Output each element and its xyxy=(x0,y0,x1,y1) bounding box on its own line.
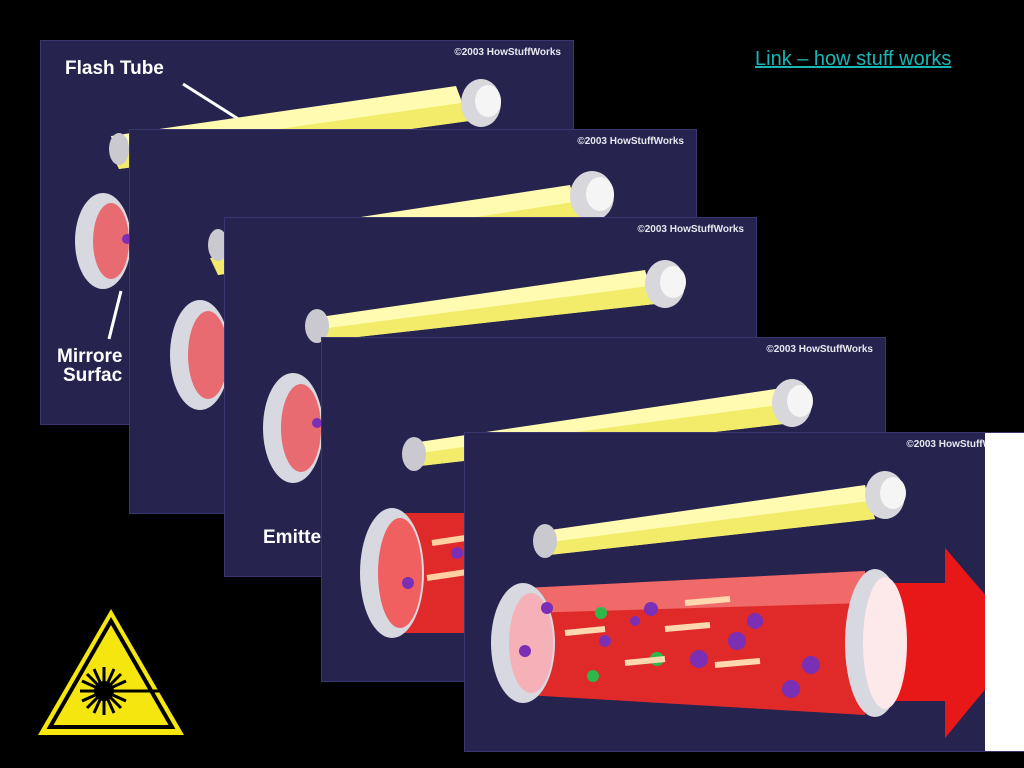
howstuffworks-link[interactable]: Link – how stuff works xyxy=(755,48,952,70)
copyright-text: ©2003 HowStuffWorks xyxy=(906,439,1013,450)
emitter-label: Emitte xyxy=(263,527,322,548)
flash-tube-illustration xyxy=(263,260,686,483)
laser-beam-illustration xyxy=(491,433,1024,751)
mirrored-label-line1: Mirrore xyxy=(57,346,123,367)
laser-warning-icon xyxy=(27,595,196,742)
laser-diagram-panel-5: ©2003 HowStuffWorks xyxy=(464,432,1024,752)
mirrored-label-line2: Surfac xyxy=(63,365,123,386)
flash-tube-label: Flash Tube xyxy=(65,58,164,79)
copyright-text: ©2003 HowStuffWorks xyxy=(577,136,684,147)
copyright-text: ©2003 HowStuffWorks xyxy=(637,224,744,235)
copyright-text: ©2003 HowStuffWorks xyxy=(454,47,561,58)
copyright-text: ©2003 HowStuffWorks xyxy=(766,344,873,355)
